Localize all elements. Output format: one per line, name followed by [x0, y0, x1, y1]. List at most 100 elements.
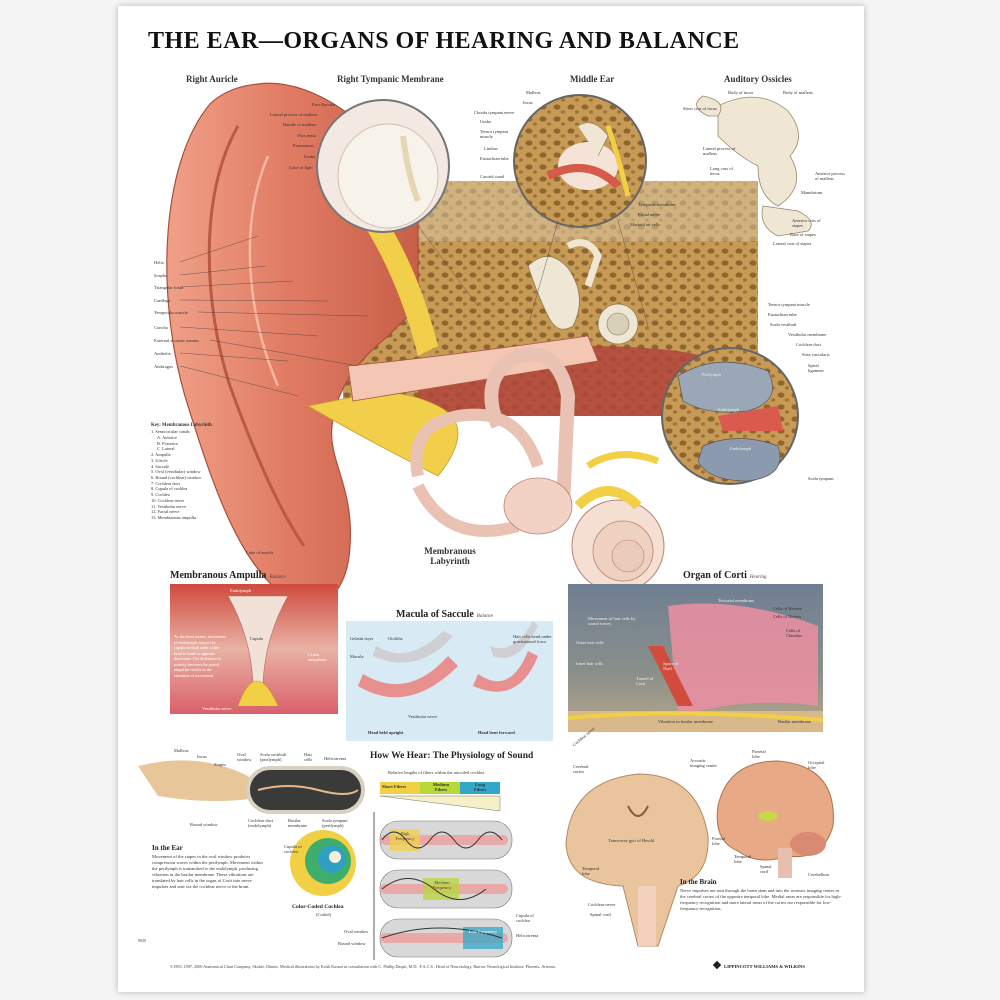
label-tunnel-of-corti: Tunnel of Corti	[636, 676, 654, 686]
key-item: 9. Cochlea	[151, 492, 170, 498]
label-incus: Incus	[523, 100, 533, 105]
label-ear-oval-window: Oval window	[237, 752, 252, 762]
label-ear-cochlear-duct: Cochlear duct (endolymph)	[248, 818, 274, 828]
label-ear-malleus: Malleus	[174, 748, 189, 753]
publisher-logo: LIPPINCOTT WILLIAMS & WILKINS	[712, 960, 805, 970]
label-umbo: Umbo	[304, 154, 316, 159]
label-chorda-tympani: Chorda tympani nerve	[474, 110, 515, 115]
ampulla-description: As the head rotates, movement of endolym…	[174, 634, 226, 678]
key-item: 6. Round (cochlear) window	[151, 474, 202, 480]
label-lateral-crus-stapes: Lateral crus of stapes	[773, 241, 812, 246]
in-the-brain-description: Nerve impulses are sent through the brai…	[680, 888, 842, 912]
key-membranous-labyrinth: Key: Membranous Labyrinth 1. Semicircula…	[151, 423, 246, 521]
label-otoliths: Otoliths	[388, 636, 403, 641]
label-movement-hair-cells: Movement of hair cells by sound waves	[588, 616, 636, 626]
label-brain-spinal-cord: Spinal cord	[590, 912, 611, 917]
brain-illustration	[565, 760, 834, 947]
label-lateral-process-malleus-oss: Lateral process of malleus	[703, 146, 736, 156]
label-low-frequency: Low Frequency	[468, 929, 498, 934]
label-base-of-stapes: Base of stapes	[790, 232, 816, 237]
label-manubrium: Manubrium	[801, 190, 823, 195]
label-gelatin-layer: Gelatin layer	[350, 636, 374, 641]
label-antihelix: Antihelix	[154, 351, 171, 356]
label-vestibular-membrane: Vestibular membrane	[788, 332, 827, 337]
label-perilymph: Perilymph	[702, 372, 721, 377]
in-the-ear-diagram	[138, 760, 365, 814]
label-handle-of-malleus: Handle of malleus	[283, 122, 316, 127]
illustrations	[138, 82, 834, 960]
label-hwh-round-window: Round window	[338, 941, 366, 946]
label-cerebellum: Cerebellum	[808, 872, 829, 877]
heading-in-the-brain: In the Brain	[680, 878, 717, 886]
label-parietal-lobe: Parietal lobe	[752, 749, 766, 759]
label-scapha: Scapha	[154, 273, 167, 278]
label-short-crus-incus: Short crus of incus	[683, 106, 717, 111]
key-item: 3. Utricle	[151, 457, 168, 463]
label-inner-hair-cells: Inner hair cells	[576, 661, 603, 666]
label-cartilage: Cartilage	[154, 298, 171, 303]
label-medium-fibers: Medium Fibers	[432, 782, 450, 792]
label-brain-cochlear-nerve: Cochlear nerve	[588, 902, 616, 907]
auditory-ossicles-illustration	[696, 95, 812, 237]
key-item: 10. Cochlear nerve	[151, 497, 185, 503]
label-hair-cells-bend: Hair cells bend under gravitational forc…	[513, 634, 552, 644]
label-frontal-lobe: Frontal lobe	[712, 836, 725, 846]
publisher-name: LIPPINCOTT WILLIAMS & WILKINS	[724, 964, 805, 969]
label-hwh-oval-window: Oval window	[344, 929, 369, 934]
label-cone-of-light: Cone of light	[289, 165, 313, 170]
label-ear-basilar-membrane: Basilar membrane	[288, 818, 307, 828]
label-ear-round-window: Round window	[190, 822, 218, 827]
label-head-forward: Head bent forward	[478, 730, 515, 735]
key-item: 1. Semicircular canals	[151, 429, 190, 435]
label-medium-frequency: Medium Frequency	[432, 880, 452, 890]
label-long-fibers: Long Fibers	[473, 782, 487, 792]
heading-how-we-hear: How We Hear: The Physiology of Sound	[370, 751, 534, 761]
label-external-acoustic-meatus: External acoustic meatus	[154, 338, 199, 343]
key-item: 8. Cupula of cochlea	[151, 486, 188, 492]
label-lobe-of-auricle: Lobe of auricle	[246, 550, 274, 555]
label-ear-helicotrema: Helicotrema	[324, 756, 347, 761]
label-triangular-fossa: Triangular fossa	[154, 285, 184, 290]
label-amp-vestibular-nerve: Vestibular nerve	[202, 706, 232, 711]
key-item: 7. Cochlear duct	[151, 480, 180, 486]
label-basilar-membrane: Basilar membrane	[778, 719, 811, 724]
key-item: C. Lateral	[157, 446, 175, 452]
anatomy-poster: THE EAR—ORGANS OF HEARING AND BALANCE Ri…	[118, 6, 864, 992]
label-scala-tympani: Scala tympani	[808, 476, 834, 481]
how-we-hear-chart	[373, 782, 513, 960]
label-malleus: Malleus	[526, 90, 541, 95]
label-anterior-process-malleus: Anterior process of malleus	[815, 171, 845, 181]
heading-membranous-labyrinth: Membranous Labyrinth	[424, 546, 476, 567]
label-limbus: Limbus	[484, 146, 498, 151]
label-brain-spinal-cord-2: Spinal cord	[760, 864, 772, 874]
label-cupula-of-cochlea: Cupula of cochlea	[284, 844, 302, 854]
label-head-upright: Head held upright	[368, 730, 404, 735]
label-stria-vascularis: Stria vascularis	[802, 352, 830, 357]
label-ear-incus: Incus	[197, 754, 207, 759]
in-the-ear-description: Movement of the stapes in the oval windo…	[152, 854, 263, 890]
key-item: A. Anterior	[157, 434, 177, 440]
heading-auditory-ossicles: Auditory Ossicles	[724, 74, 792, 84]
label-tensor-tympani: Tensor tympani muscle	[480, 129, 509, 139]
label-cells-deiters: Cells of Deiters	[773, 614, 802, 619]
label-tympanic-membrane: Tympanic membrane	[638, 202, 677, 207]
heading-right-auricle: Right Auricle	[186, 74, 238, 84]
label-helix: Helix	[154, 260, 164, 265]
chart-number: 9840	[138, 938, 146, 943]
heading-in-the-ear: In the Ear	[152, 844, 183, 852]
label-eustachian-tube-right: Eustachian tube	[768, 312, 797, 317]
label-mastoid-air-cells: Mastoid air cells	[630, 222, 660, 227]
label-ear-stapes: Stapes	[214, 762, 226, 767]
key-title: Key: Membranous Labyrinth	[151, 423, 212, 428]
label-lateral-process-malleus: Lateral process of malleus	[270, 112, 318, 117]
color-coded-cochlea-illustration	[290, 830, 356, 896]
label-temporalis-muscle: Temporalis muscle	[154, 310, 189, 315]
label-short-fibers: Short Fibers	[382, 784, 407, 789]
label-transverse-gyri: Transverse gyri of Heschl	[608, 838, 655, 843]
label-acoustic-imaging-center: Acoustic imaging center	[690, 758, 717, 768]
label-cochlear-duct: Cochlear duct	[796, 342, 822, 347]
label-endolymph-2: Endolymph	[730, 446, 751, 451]
